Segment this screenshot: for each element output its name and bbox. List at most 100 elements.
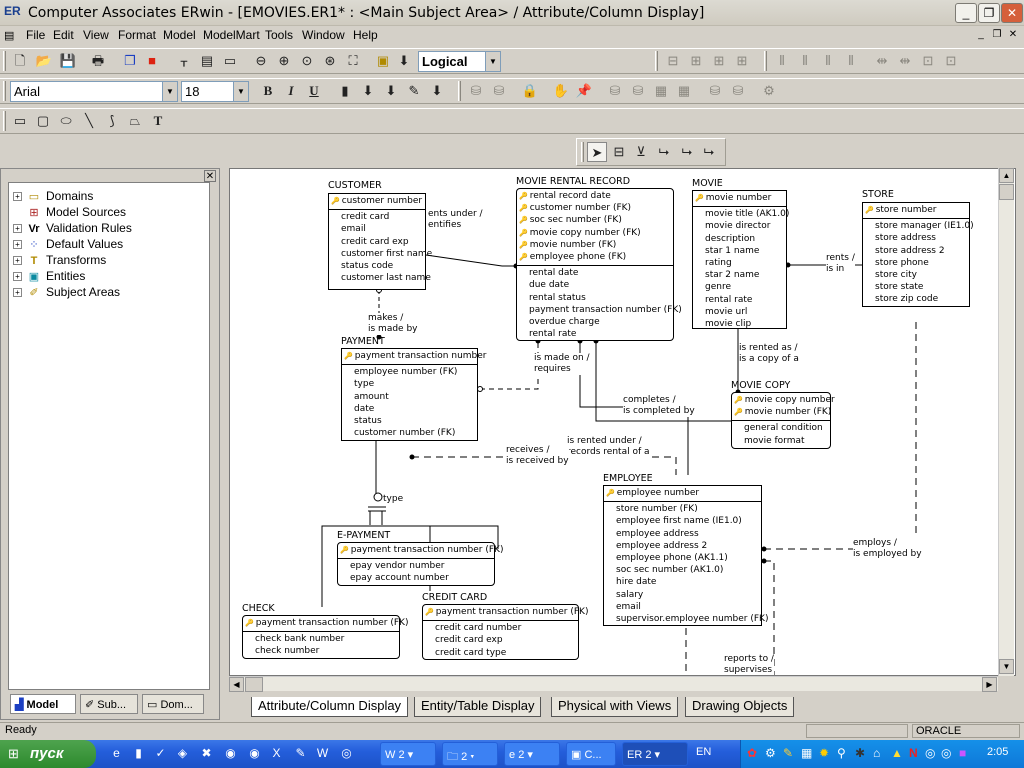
attribute[interactable]: store manager (IE1.0)	[875, 221, 974, 232]
rounded-rect-icon[interactable]: ▢	[36, 113, 50, 128]
app2-icon[interactable]: ✖	[201, 746, 212, 760]
attribute[interactable]: status code	[341, 261, 394, 272]
rel-line-employee-payment[interactable]	[412, 456, 677, 475]
note-icon[interactable]: ▭	[223, 53, 237, 68]
rel-label[interactable]: rents /is in	[826, 253, 855, 275]
entity-movie[interactable]: 🔑movie number movie title (AK1.0) movie …	[692, 190, 789, 330]
tree-item-default-values[interactable]: +⁘Default Values	[13, 237, 123, 253]
scroll-right-icon[interactable]: ▶	[982, 677, 997, 692]
pen-dropdown-icon[interactable]: ⬇	[431, 83, 443, 98]
attribute[interactable]: epay vendor number	[350, 561, 445, 572]
tray-icon[interactable]: ◎	[925, 746, 936, 760]
space-h-icon[interactable]: ⇹	[876, 53, 888, 68]
attribute[interactable]: credit card type	[435, 647, 507, 658]
attribute[interactable]: customer last name	[341, 273, 431, 284]
menu-model[interactable]: Model	[163, 28, 196, 42]
entity-payment[interactable]: 🔑payment transaction number employee num…	[341, 348, 487, 441]
tab-domains[interactable]: ▭ Dom...	[142, 694, 204, 714]
restore-button[interactable]: ❐	[978, 3, 1000, 23]
app-icon[interactable]: ◈	[177, 746, 188, 760]
rel-label[interactable]: receives /is received by	[506, 445, 569, 467]
attribute[interactable]: customer number (FK)	[354, 428, 456, 439]
tray-icon[interactable]: ✎	[783, 746, 794, 760]
db2-icon[interactable]: ⛁	[632, 83, 644, 98]
tray-icon[interactable]: ◎	[941, 746, 952, 760]
font-size-arrow-icon[interactable]: ▼	[233, 82, 248, 101]
italic-icon[interactable]: I	[288, 83, 294, 98]
task-erwin[interactable]: ER 2 ▾	[622, 742, 688, 766]
attribute[interactable]: employee phone (AK1.1)	[616, 553, 728, 564]
hand-icon[interactable]: ✋	[552, 83, 570, 98]
size-icon[interactable]: ⊡	[922, 53, 934, 68]
rel-line-copy-rental[interactable]	[595, 341, 731, 422]
tab-subject-areas[interactable]: ✐ Sub...	[80, 694, 138, 714]
lock-icon[interactable]: 🔒	[521, 83, 539, 98]
attribute[interactable]: general condition	[744, 423, 823, 434]
entity-customer[interactable]: 🔑customer number credit card email credi…	[328, 193, 432, 290]
attribute[interactable]: store state	[875, 282, 924, 293]
rel-label[interactable]: is rented as /is a copy of a	[739, 343, 799, 365]
attribute[interactable]: credit card	[341, 212, 390, 223]
polyline-icon[interactable]: ⟆	[109, 113, 115, 128]
attribute[interactable]: rating	[705, 258, 732, 269]
attribute[interactable]: rental status	[529, 292, 586, 303]
identifying-rel-icon[interactable]: ⮡	[658, 144, 670, 159]
rel-label[interactable]: employs /is employed by	[853, 538, 922, 560]
rectangle-icon[interactable]: ▭	[13, 113, 27, 128]
task-word[interactable]: W 2 ▾	[380, 742, 436, 766]
attribute[interactable]: movie clip	[705, 319, 752, 330]
align-left-icon[interactable]: ⫴	[779, 53, 785, 68]
brush-icon[interactable]: ᚁ	[180, 53, 188, 68]
tab-entity-table-display[interactable]: Entity/Table Display	[414, 697, 542, 717]
zoom-out-icon[interactable]: ⊖	[255, 53, 267, 68]
rel-label[interactable]: makes /is made by	[368, 313, 418, 335]
pk-attribute[interactable]: 🔑payment transaction number (FK)	[340, 545, 504, 555]
bold-icon[interactable]: B	[263, 83, 273, 98]
attribute[interactable]: amount	[354, 391, 389, 402]
attribute[interactable]: email	[616, 601, 641, 612]
pk-attribute[interactable]: 🔑payment transaction number (FK)	[245, 618, 409, 628]
many-to-many-rel-icon[interactable]: ⮡	[681, 144, 693, 159]
task-folder[interactable]: 🗀 2 ▾	[442, 742, 498, 766]
entity-store[interactable]: 🔑store number store manager (IE1.0) stor…	[862, 202, 974, 307]
attribute[interactable]: movie director	[705, 221, 771, 232]
toolbar-grip[interactable]	[3, 51, 6, 71]
attribute[interactable]: credit card exp	[435, 635, 503, 646]
attribute[interactable]: credit card exp	[341, 236, 409, 247]
grid-icon[interactable]: ▦	[677, 83, 691, 98]
pen-icon[interactable]: ✎	[408, 83, 420, 98]
scroll-down-icon[interactable]: ▼	[999, 659, 1014, 674]
ie-icon[interactable]: e	[113, 746, 120, 760]
subtype-discriminator-label[interactable]: type	[383, 494, 404, 504]
pk-attribute[interactable]: 🔑customer number (FK)	[519, 203, 632, 214]
tray-icon[interactable]: ▦	[801, 746, 813, 760]
view-select[interactable]: Logical ▼	[418, 51, 501, 72]
tray-icon[interactable]: ▲	[891, 746, 903, 760]
expand-icon[interactable]: +	[13, 288, 22, 298]
tree-item-model-sources[interactable]: +⊞Model Sources	[13, 205, 126, 221]
rel-label[interactable]: reports to /supervises	[724, 654, 774, 675]
pk-attribute[interactable]: 🔑movie number (FK)	[519, 239, 617, 250]
tab-drawing-objects[interactable]: Drawing Objects	[685, 697, 795, 717]
pk-attribute[interactable]: 🔑movie number	[695, 193, 772, 203]
report-icon[interactable]: ▦	[654, 83, 668, 98]
pk-attribute[interactable]: 🔑rental record date	[519, 191, 611, 201]
horizontal-scrollbar[interactable]: ◀ ▶	[229, 676, 998, 692]
toolbar-grip[interactable]	[458, 81, 461, 101]
align-center-icon[interactable]: ⫴	[802, 53, 808, 68]
menu-help[interactable]: Help	[353, 28, 378, 42]
align-icon[interactable]: ⊟	[667, 53, 679, 68]
tree-item-subject-areas[interactable]: +✐Subject Areas	[13, 285, 120, 301]
toolbar-grip[interactable]	[3, 111, 6, 131]
attribute[interactable]: check bank number	[255, 634, 345, 645]
app5-icon[interactable]: ✎	[295, 746, 306, 760]
entity-movie-copy[interactable]: 🔑movie copy number 🔑movie number (FK) ge…	[731, 392, 835, 449]
attribute[interactable]: epay account number	[350, 573, 449, 584]
pk-attribute[interactable]: 🔑store number	[865, 205, 937, 215]
mart-connect-icon[interactable]: ⛁	[470, 83, 482, 98]
select-pointer-icon[interactable]: ➤	[587, 142, 607, 162]
expand-icon[interactable]: +	[13, 240, 22, 250]
toolbar-grip[interactable]	[655, 51, 658, 71]
attribute[interactable]: salary	[616, 589, 644, 600]
